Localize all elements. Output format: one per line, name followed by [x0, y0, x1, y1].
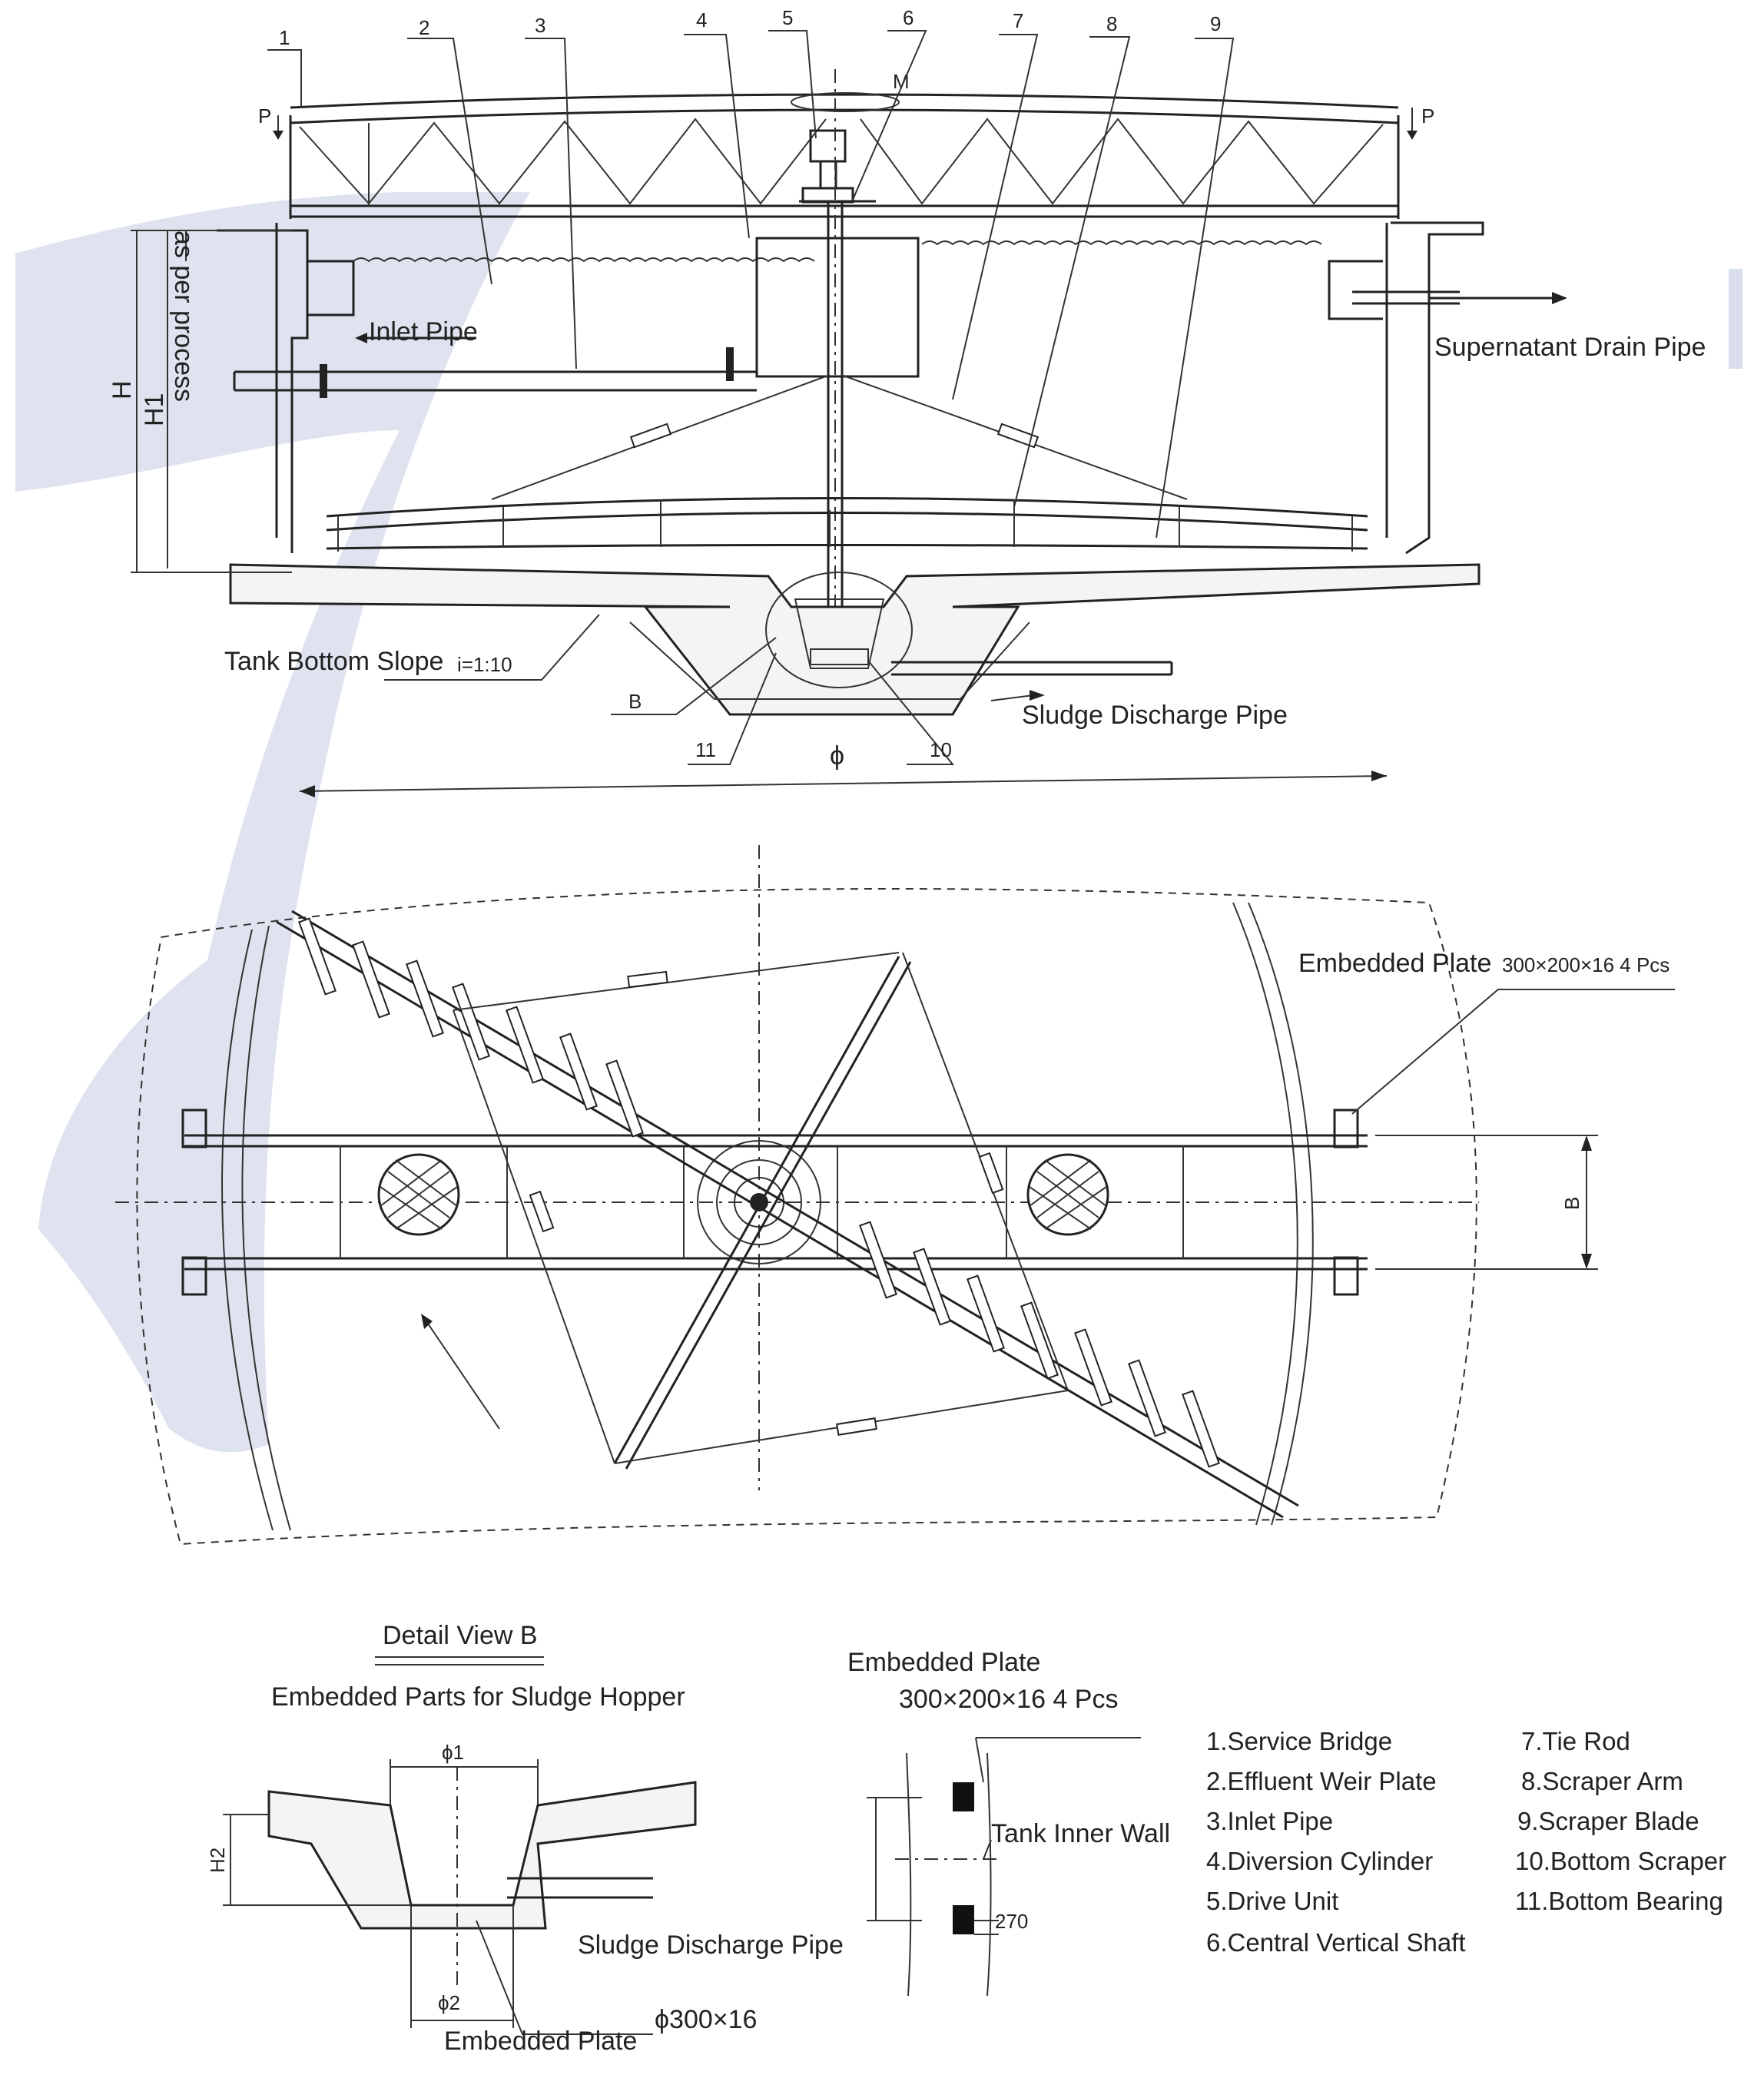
phi-label: ϕ [830, 741, 844, 771]
callout-leaders [267, 30, 1235, 765]
callout-11: 11 [695, 738, 716, 761]
plan-view: B Embedded Plate 300×200×16 4 Pcs [115, 845, 1675, 1546]
legend-item-11: 11.Bottom Bearing [1515, 1887, 1723, 1915]
effluent-weir-right [921, 240, 1322, 246]
sludge-discharge-label: Sludge Discharge Pipe [1022, 701, 1288, 730]
callout-3: 3 [535, 14, 545, 37]
plan-embedded-label: Embedded Plate [1298, 949, 1491, 978]
plan-scraper-arm [276, 910, 1299, 1519]
legend-item-8: 8.Scraper Arm [1521, 1767, 1683, 1795]
legend-item-1: 1.Service Bridge [1206, 1727, 1392, 1755]
drive-unit [799, 129, 876, 204]
callout-8: 8 [1106, 12, 1117, 35]
phi1-label: ϕ1 [442, 1741, 464, 1764]
legend-item-4: 4.Diversion Cylinder [1206, 1847, 1433, 1875]
detail-sludge-label: Sludge Discharge Pipe [578, 1931, 844, 1960]
plan-bridge [181, 1109, 1368, 1296]
dim-270: 270 [995, 1910, 1028, 1933]
elevation-view: P P M [108, 6, 1706, 797]
wall-detail-spec: 300×200×16 4 Pcs [899, 1685, 1118, 1714]
h2-label: H2 [206, 1848, 229, 1873]
slope-label: Tank Bottom Slope [224, 647, 443, 676]
background-shade [15, 192, 530, 1453]
legend-item-9: 9.Scraper Blade [1517, 1807, 1699, 1835]
legend-item-3: 3.Inlet Pipe [1206, 1807, 1333, 1835]
tank-inner-wall-label: Tank Inner Wall [991, 1819, 1170, 1848]
scraper-arms [326, 497, 1368, 552]
callout-5: 5 [782, 6, 793, 29]
h1-label: H1 [140, 393, 169, 426]
plan-embedded-spec: 300×200×16 4 Pcs [1502, 953, 1670, 976]
plan-scraper-blades [298, 917, 1220, 1468]
diversion-cylinder [755, 237, 920, 378]
h-label: H [108, 380, 137, 399]
legend-item-5: 5.Drive Unit [1206, 1887, 1338, 1915]
detail-b-circle [765, 572, 913, 688]
wall-detail-title: Embedded Plate [847, 1648, 1040, 1677]
p-right-label: P [1421, 104, 1434, 128]
tank-floor [229, 563, 1480, 716]
embed-plate-top [953, 1782, 974, 1811]
legend-item-6: 6.Central Vertical Shaft [1206, 1928, 1466, 1957]
phi2-label: ϕ2 [438, 1991, 460, 2014]
inlet-pipe [233, 333, 757, 398]
dim-phi [299, 775, 1388, 792]
background-shade-small [1729, 269, 1742, 369]
callout-1: 1 [279, 26, 290, 49]
legend-item-2: 2.Effluent Weir Plate [1206, 1767, 1437, 1795]
detail-b-subtitle: Embedded Parts for Sludge Hopper [271, 1682, 685, 1712]
p-left-label: P [258, 104, 271, 128]
detail-b-callout: B [628, 690, 642, 713]
callout-10: 10 [930, 738, 952, 761]
wall-embed-detail: Embedded Plate 300×200×16 4 Pcs Tank Inn… [847, 1648, 1170, 1997]
callout-9: 9 [1210, 12, 1221, 35]
slope-ratio: i=1:10 [457, 653, 512, 676]
m-label: M [893, 70, 910, 93]
legend: 1.Service Bridge 2.Effluent Weir Plate 3… [1206, 1727, 1726, 1957]
inlet-pipe-label: Inlet Pipe [369, 317, 478, 346]
plan-tie-rods [453, 952, 1069, 1464]
detail-b-title: Detail View B [383, 1621, 538, 1650]
supernatant-drain-label: Supernatant Drain Pipe [1434, 333, 1706, 362]
legend-item-7: 7.Tie Rod [1521, 1727, 1630, 1755]
detail-view-b: Detail View B Embedded Parts for Sludge … [206, 1621, 844, 2056]
tie-rods [491, 374, 1188, 500]
effluent-weir-left [353, 257, 815, 263]
plan-b-label: B [1560, 1197, 1583, 1210]
detail-embedded-spec: ϕ300×16 [655, 2005, 757, 2034]
embed-plate-bottom [953, 1905, 974, 1934]
legend-item-10: 10.Bottom Scraper [1515, 1847, 1726, 1875]
callout-4: 4 [696, 8, 707, 31]
as-per-process-label: as per process [169, 230, 198, 402]
callout-2: 2 [419, 16, 429, 39]
callout-6: 6 [903, 6, 914, 29]
callout-7: 7 [1013, 9, 1023, 32]
detail-embedded-label: Embedded Plate [444, 2027, 637, 2056]
